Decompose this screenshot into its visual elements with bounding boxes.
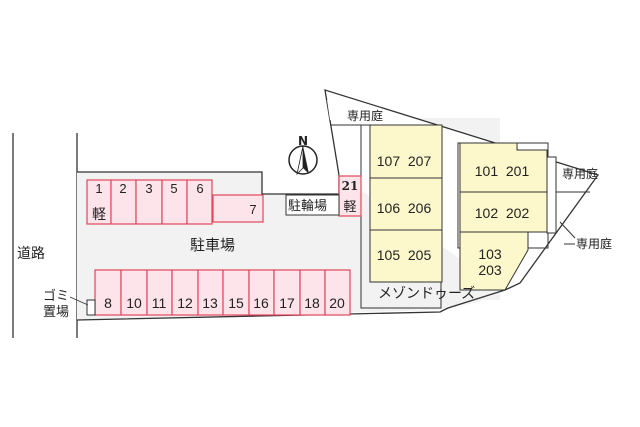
parking-top-row [86,179,213,225]
parking-space-5[interactable] [161,179,188,225]
parking-number: 21 [342,179,359,193]
parking-number: 15 [228,295,244,311]
parking-number: 10 [126,295,142,311]
parking-number: 5 [170,181,177,196]
unit-102-202[interactable] [459,191,548,233]
parking-number: 1 [95,181,102,196]
parking-space-15[interactable] [222,269,250,316]
parking-number: 6 [196,181,203,196]
parking-note-kei: 軽 [92,207,106,223]
compass-icon: N [288,134,318,176]
parking-number: 20 [329,295,345,311]
parking-space-2[interactable] [110,179,137,225]
unit-107-207[interactable] [369,124,443,179]
parking-space-1[interactable] [86,179,112,225]
private-garden-label-lower: 専用庭 [576,236,612,251]
unit-label: 103 [478,246,502,262]
unit-label: 102 202 [475,205,530,221]
parking-number: 11 [152,295,167,311]
parking-space-11[interactable] [146,269,173,316]
parking-number: 2 [119,181,126,196]
parking-number: 8 [104,295,112,311]
parking-number: 18 [304,295,320,311]
private-garden-label-top: 専用庭 [347,108,383,123]
parking-space-18[interactable] [299,269,326,316]
unit-105-205[interactable] [369,229,443,283]
garden-pointer [559,221,576,239]
road-label: 道路 [17,246,45,262]
unit-label: 101 201 [475,163,530,179]
unit-label: 203 [478,262,502,278]
parking-bottom-row [94,269,351,316]
parking-note-kei: 軽 [343,200,356,215]
parking-number: 3 [145,181,152,196]
garbage-area[interactable] [86,299,96,316]
unit-label: 105 205 [377,247,432,263]
parking-number: 13 [202,295,218,311]
parking-number: 16 [253,295,269,311]
parking-number: 12 [177,295,193,311]
parking-lot-label: 駐車場 [190,236,235,254]
parking-space-13[interactable] [197,269,224,316]
building-name: メゾンドゥーズ [378,286,475,302]
bicycle-parking-label: 駐輪場 [288,198,327,214]
garbage-label-line2: 置場 [43,305,69,320]
unit-label: 106 206 [377,200,432,216]
parking-space-17[interactable] [273,269,301,316]
parking-space-3[interactable] [135,179,163,225]
unit-103-203[interactable] [459,231,529,291]
parking-space-20[interactable] [324,269,351,316]
parking-number: 7 [249,202,256,217]
private-garden-label-right: 専用庭 [562,166,598,181]
parking-space-10[interactable] [120,269,148,316]
unit-label: 107 207 [377,153,432,169]
parking-space-7[interactable] [212,194,264,223]
unit-106-206[interactable] [369,177,443,231]
parking-space-16[interactable] [248,269,275,316]
parking-number: 17 [279,295,295,311]
compass-north-label: N [298,134,308,148]
parking-space-6[interactable] [186,179,213,225]
garbage-label-line1: ゴミ [43,288,69,304]
bicycle-parking[interactable] [285,194,340,216]
